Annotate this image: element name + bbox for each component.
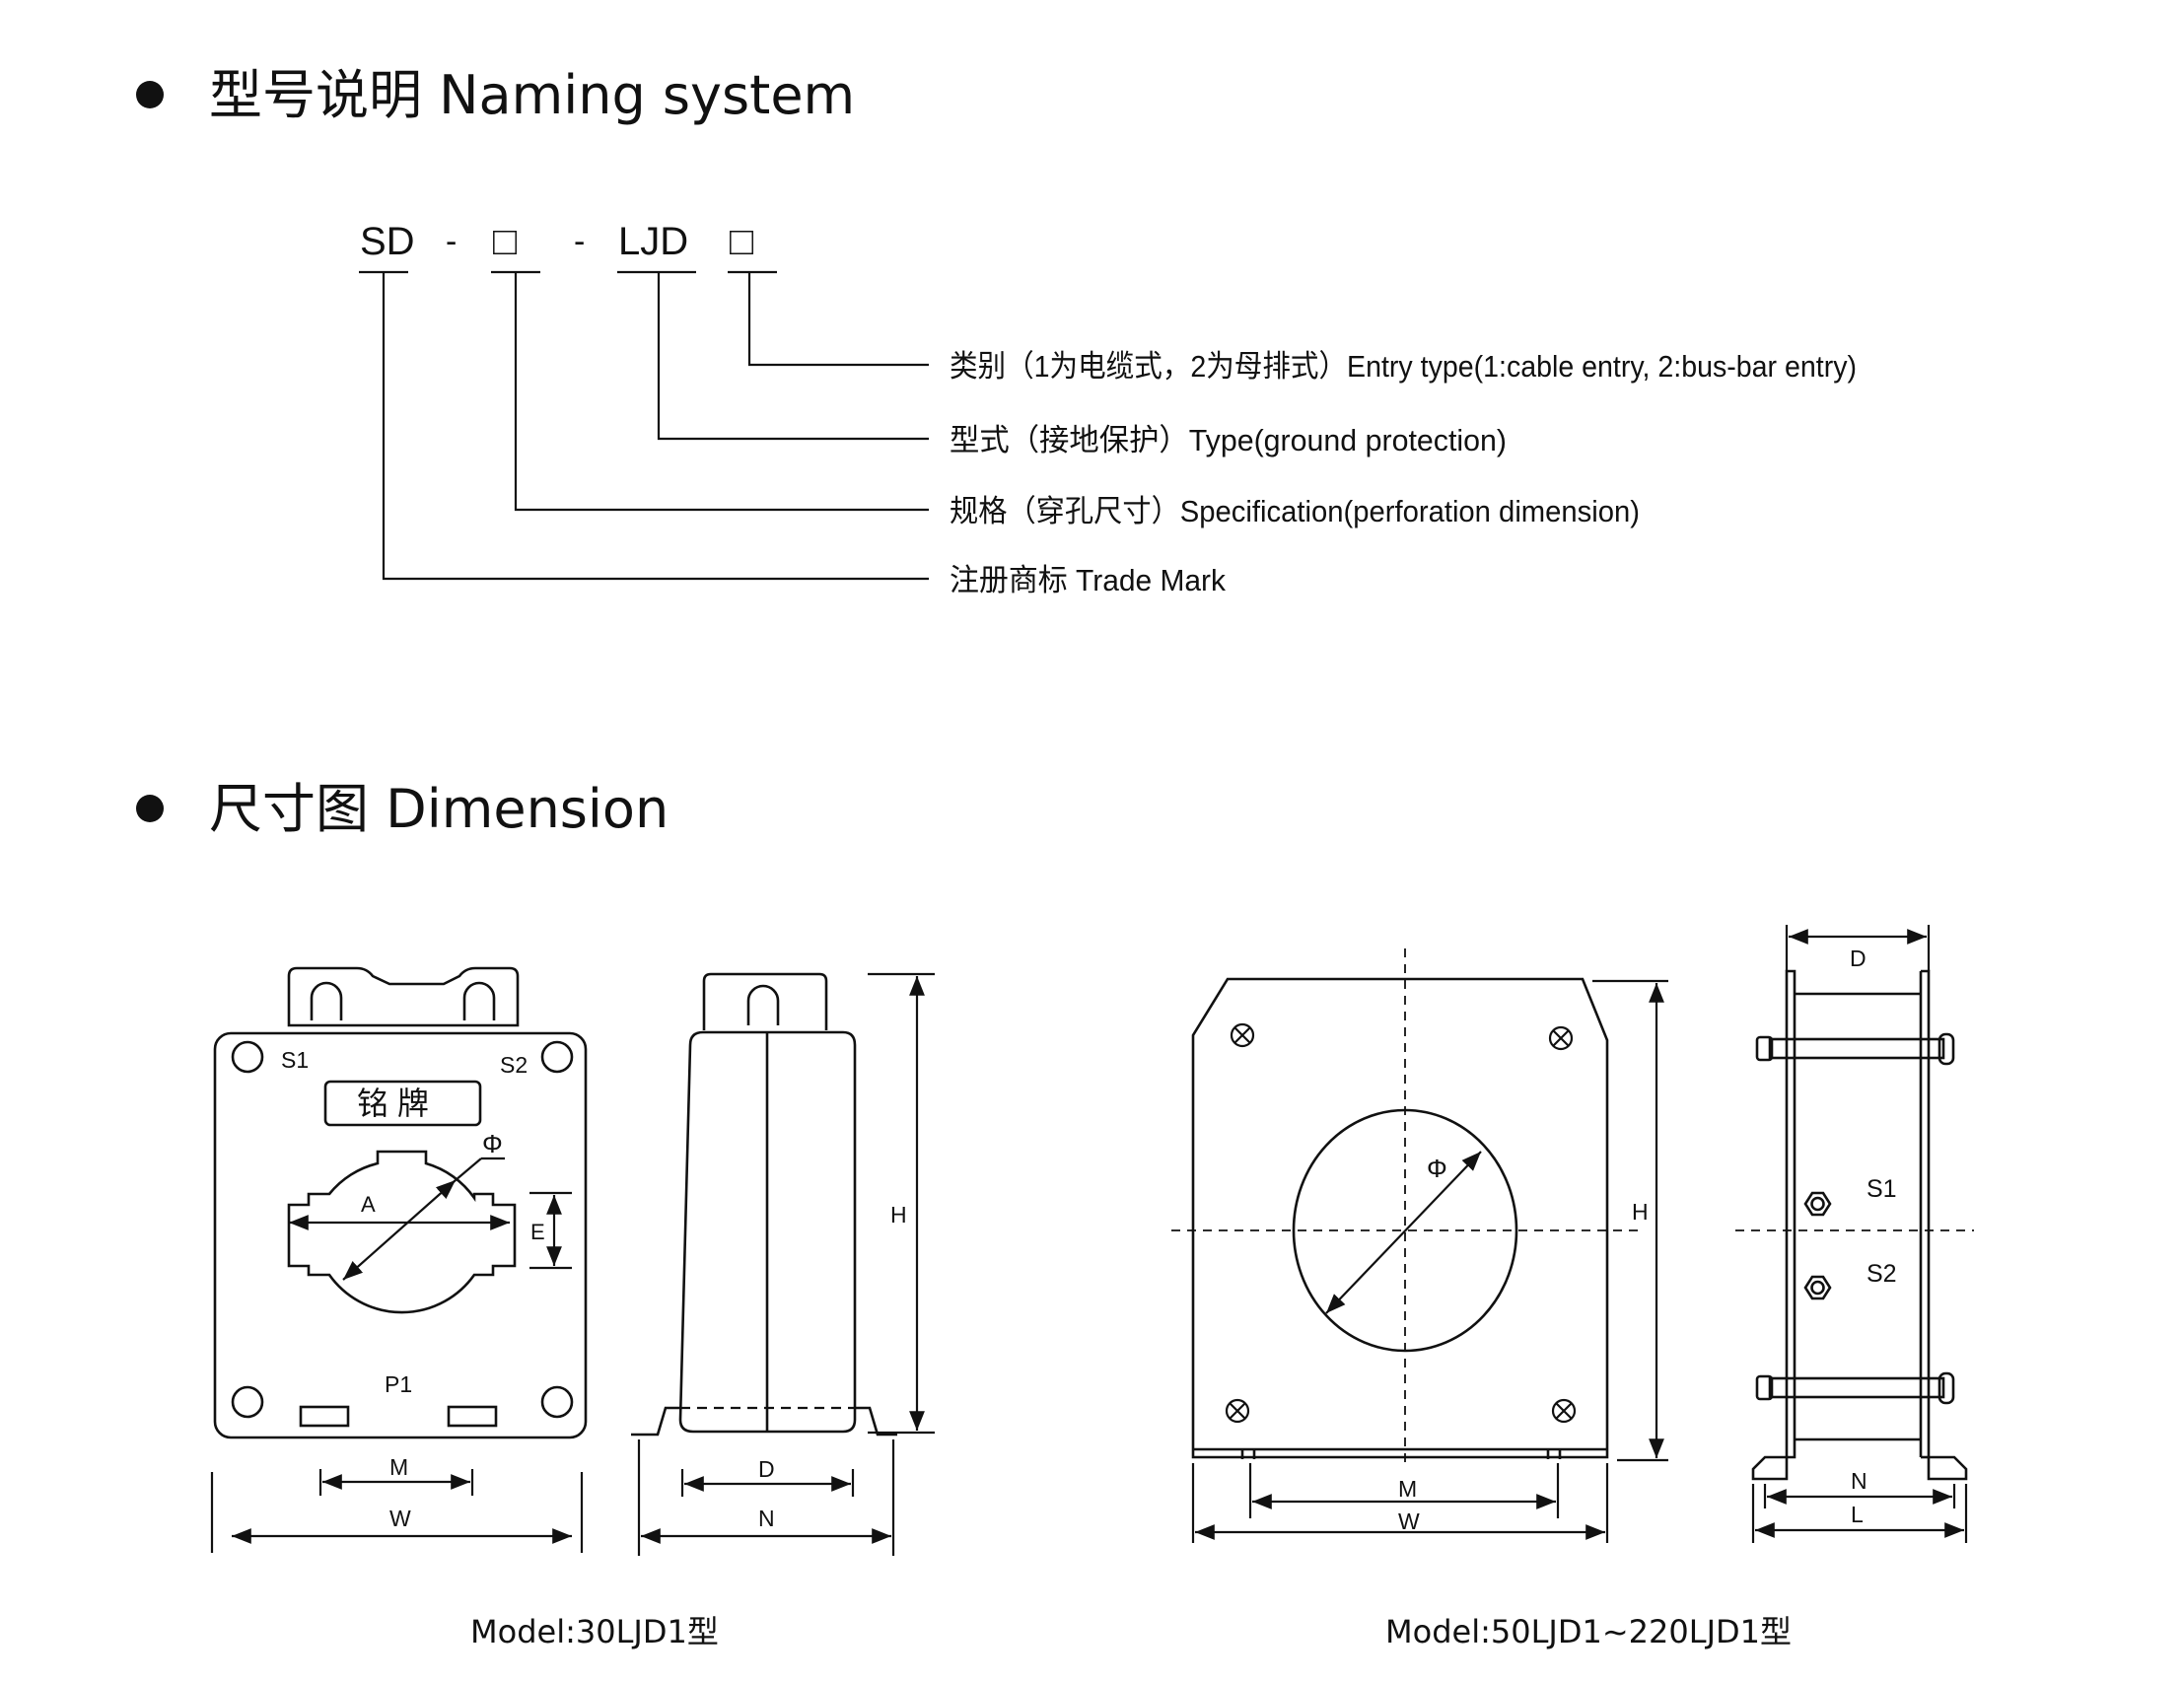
model-b-d-label: D <box>1850 946 1867 971</box>
bullet-icon <box>136 795 164 822</box>
dimension-heading: 尺寸图 Dimension <box>209 778 669 840</box>
model-b-l-label: L <box>1851 1502 1864 1527</box>
model-b-caption: Model:50LJD1~220LJD1型 <box>1385 1613 1793 1650</box>
model-a-s1-label: S1 <box>281 1047 309 1073</box>
code-sd: SD <box>360 220 415 263</box>
model-a-d-label: D <box>758 1456 775 1482</box>
naming-item-specification: 规格（穿孔尺寸）Specification(perforation dimens… <box>950 494 1640 528</box>
model-b-bolt-icons <box>1225 1022 1577 1424</box>
model-b-h-label: H <box>1632 1199 1649 1225</box>
model-a-p1-label: P1 <box>385 1371 412 1397</box>
naming-item-type: 型式（接地保护）Type(ground protection) <box>950 423 1507 457</box>
code-ljd: LJD <box>618 220 688 263</box>
model-b-m-label: M <box>1398 1476 1417 1502</box>
model-b-front-view <box>1191 977 1609 1459</box>
naming-item-entry-type: 类别（1为电缆式，2为母排式）Entry type(1:cable entry,… <box>950 349 1857 384</box>
code-dash-1: - <box>446 223 457 260</box>
model-a-nameplate: 铭 牌 <box>357 1086 429 1121</box>
model-b-n-label: N <box>1851 1468 1867 1494</box>
model-a-a-label: A <box>361 1192 376 1217</box>
model-a-n-label: N <box>758 1506 775 1531</box>
code-box-1: □ <box>493 220 517 263</box>
model-a-h-label: H <box>890 1202 907 1227</box>
model-b-s2-label: S2 <box>1867 1260 1897 1288</box>
model-a-caption: Model:30LJD1型 <box>470 1613 719 1650</box>
model-b-s1-label: S1 <box>1867 1175 1897 1203</box>
model-a-s2-label: S2 <box>500 1052 528 1078</box>
model-a-e-label: E <box>530 1220 545 1244</box>
code-box-2: □ <box>730 220 753 263</box>
naming-heading: 型号说明 Naming system <box>209 64 856 126</box>
code-dash-2: - <box>574 223 585 260</box>
model-a-w-label: W <box>389 1506 411 1531</box>
model-a-side-view <box>631 972 897 1437</box>
model-a-front-view <box>213 966 588 1439</box>
naming-item-trade-mark: 注册商标 Trade Mark <box>950 563 1226 597</box>
model-a-m-label: M <box>389 1454 408 1480</box>
model-b-side-view <box>1751 969 1968 1481</box>
model-b-phi-label: Φ <box>1427 1154 1447 1183</box>
model-b-w-label: W <box>1398 1508 1420 1534</box>
bullet-icon <box>136 81 164 108</box>
model-a-phi-label: Φ <box>482 1129 503 1158</box>
